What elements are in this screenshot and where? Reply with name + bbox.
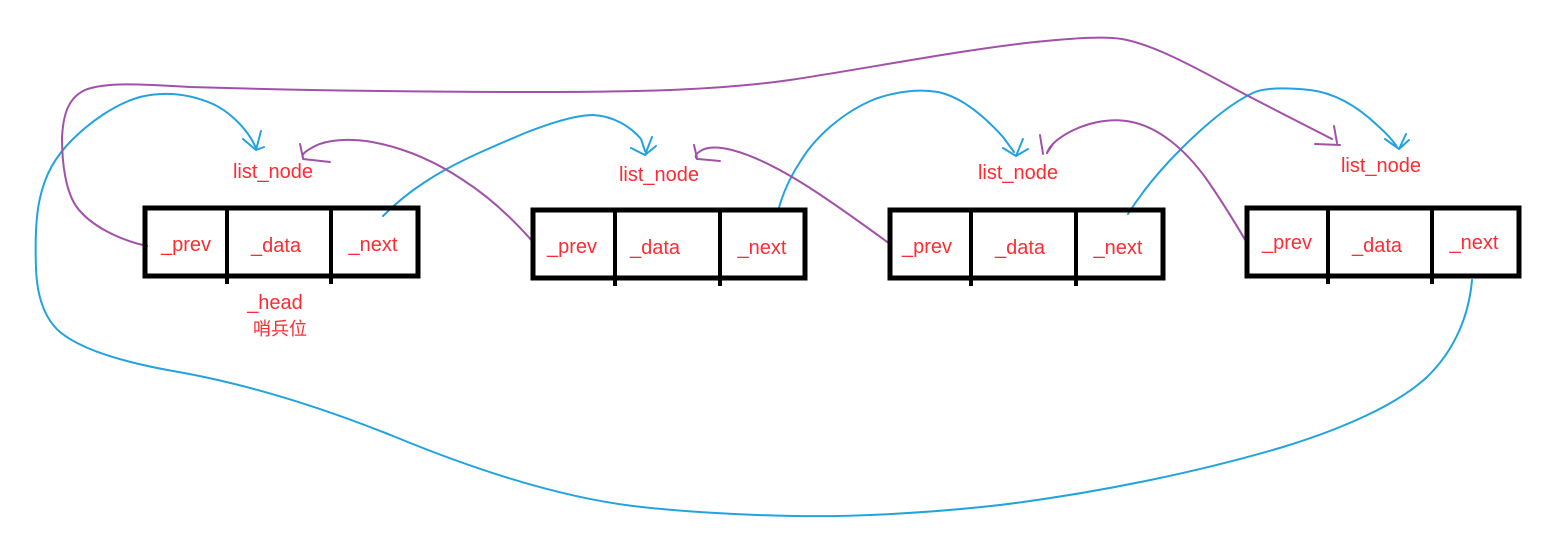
- prev-arrow-curve-icon: [1046, 119, 1248, 244]
- prev-pointer-head-to-node4: [61, 36, 1341, 247]
- next-pointer-node3-to-node4: [1127, 87, 1410, 215]
- next-arrow-curve-icon: [777, 89, 1015, 212]
- next-arrowhead-icon: [630, 136, 657, 156]
- next-arrow-curve-icon: [1127, 87, 1398, 215]
- node-4-cell-next: _next: [1449, 232, 1499, 254]
- node-3-cell-next: _next: [1093, 237, 1143, 259]
- node-3-box: [887, 207, 1166, 281]
- node-4-title: list_node: [1341, 155, 1421, 177]
- node-2-cell-data: _data: [629, 237, 681, 259]
- sentinel-label: 哨兵位: [253, 319, 307, 339]
- node-1-box: [142, 205, 421, 279]
- list-node-1: list_node _prev _data _next _head 哨兵位: [142, 161, 421, 339]
- list-node-3: list_node _prev _data _next: [887, 162, 1166, 286]
- node-3-title: list_node: [978, 162, 1058, 184]
- prev-arrowhead-icon: [299, 143, 331, 163]
- prev-pointer-node3-to-node2: [693, 144, 891, 245]
- node-1-cell-next: _next: [348, 234, 398, 256]
- node-3-cell-data: _data: [994, 237, 1046, 259]
- next-pointer-node1-to-node2: [382, 114, 657, 217]
- prev-arrow-curve-icon: [301, 138, 534, 243]
- prev-arrowhead-icon: [1039, 134, 1054, 155]
- node-2-box: [530, 207, 808, 281]
- next-arrowhead-icon: [1002, 138, 1029, 157]
- node-2-title: list_node: [619, 164, 699, 186]
- next-arrowhead-icon: [242, 130, 265, 151]
- prev-arrow-curve-icon: [61, 36, 1333, 247]
- node-2-cell-prev: _prev: [546, 236, 597, 258]
- node-4-box: [1244, 205, 1522, 279]
- node-3-cell-prev: _prev: [901, 236, 952, 258]
- next-arrow-curve-icon: [34, 92, 1473, 518]
- head-label: _head: [246, 292, 303, 314]
- prev-arrow-curve-icon: [694, 146, 891, 245]
- node-4-cell-data: _data: [1351, 235, 1403, 257]
- list-node-2: list_node _prev _data _next: [530, 164, 808, 286]
- prev-arrowhead-icon: [693, 144, 721, 162]
- prev-pointer-node4-to-node3: [1039, 119, 1248, 244]
- node-2-cell-next: _next: [737, 237, 787, 259]
- node-1-cell-prev: _prev: [160, 234, 211, 256]
- node-1-cell-data: _data: [250, 235, 302, 257]
- node-4-cell-prev: _prev: [1261, 232, 1312, 254]
- next-arrowhead-icon: [1384, 133, 1410, 150]
- next-pointer-node4-to-head: [34, 92, 1473, 518]
- next-pointer-node2-to-node3: [777, 89, 1029, 212]
- prev-pointer-node2-to-node1: [299, 138, 534, 243]
- prev-arrowhead-icon: [1314, 125, 1341, 146]
- node-1-title: list_node: [233, 161, 313, 183]
- list-node-4: list_node _prev _data _next: [1244, 155, 1522, 284]
- next-arrow-curve-icon: [382, 114, 646, 217]
